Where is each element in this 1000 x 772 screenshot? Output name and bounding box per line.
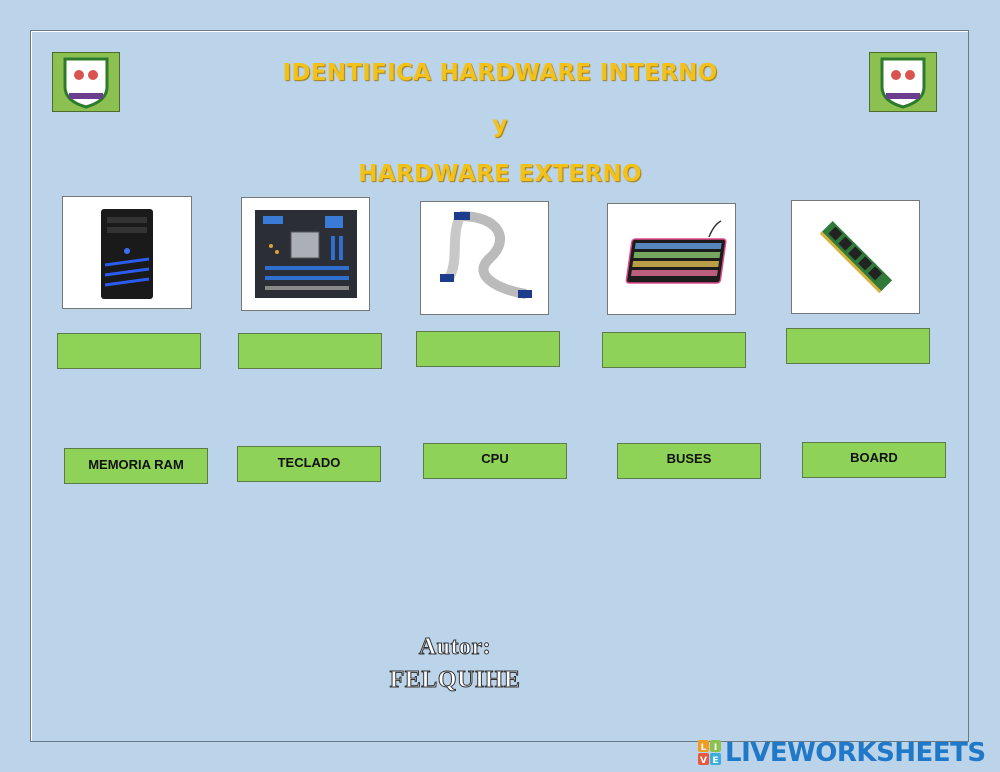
liveworksheets-text: LIVEWORKSHEETS [725, 738, 986, 768]
school-logo-left [52, 52, 120, 112]
author-name: FELQUIHE [389, 667, 521, 694]
ram-module-image [791, 200, 920, 314]
worksheet-frame [30, 30, 969, 742]
cpu-tower-image [62, 196, 192, 309]
answer-box-4[interactable] [602, 332, 746, 368]
title-line-2: y [492, 112, 508, 138]
label-board[interactable]: BOARD [802, 442, 946, 478]
title-line-1: IDENTIFICA HARDWARE INTERNO [282, 60, 718, 86]
svg-text:L: L [701, 743, 707, 753]
keyboard-image [607, 203, 736, 315]
ribbon-cable-image [420, 201, 549, 315]
answer-box-3[interactable] [416, 331, 560, 367]
liveworksheets-logo: L I V E LIVEWORKSHEETS [698, 737, 986, 769]
label-teclado[interactable]: TECLADO [237, 446, 381, 482]
school-logo-right [869, 52, 937, 112]
motherboard-image [241, 197, 370, 311]
svg-text:E: E [712, 756, 718, 766]
answer-box-1[interactable] [57, 333, 201, 369]
label-cpu[interactable]: CPU [423, 443, 567, 479]
svg-text:I: I [714, 743, 717, 753]
liveworksheets-badge-icon: L I V E [698, 740, 721, 766]
label-buses[interactable]: BUSES [617, 443, 761, 479]
answer-box-5[interactable] [786, 328, 930, 364]
answer-box-2[interactable] [238, 333, 382, 369]
author-label: Autor: [418, 634, 492, 661]
label-memoria-ram[interactable]: MEMORIA RAM [64, 448, 208, 484]
svg-text:V: V [700, 756, 707, 766]
title-line-3: HARDWARE EXTERNO [358, 161, 642, 187]
